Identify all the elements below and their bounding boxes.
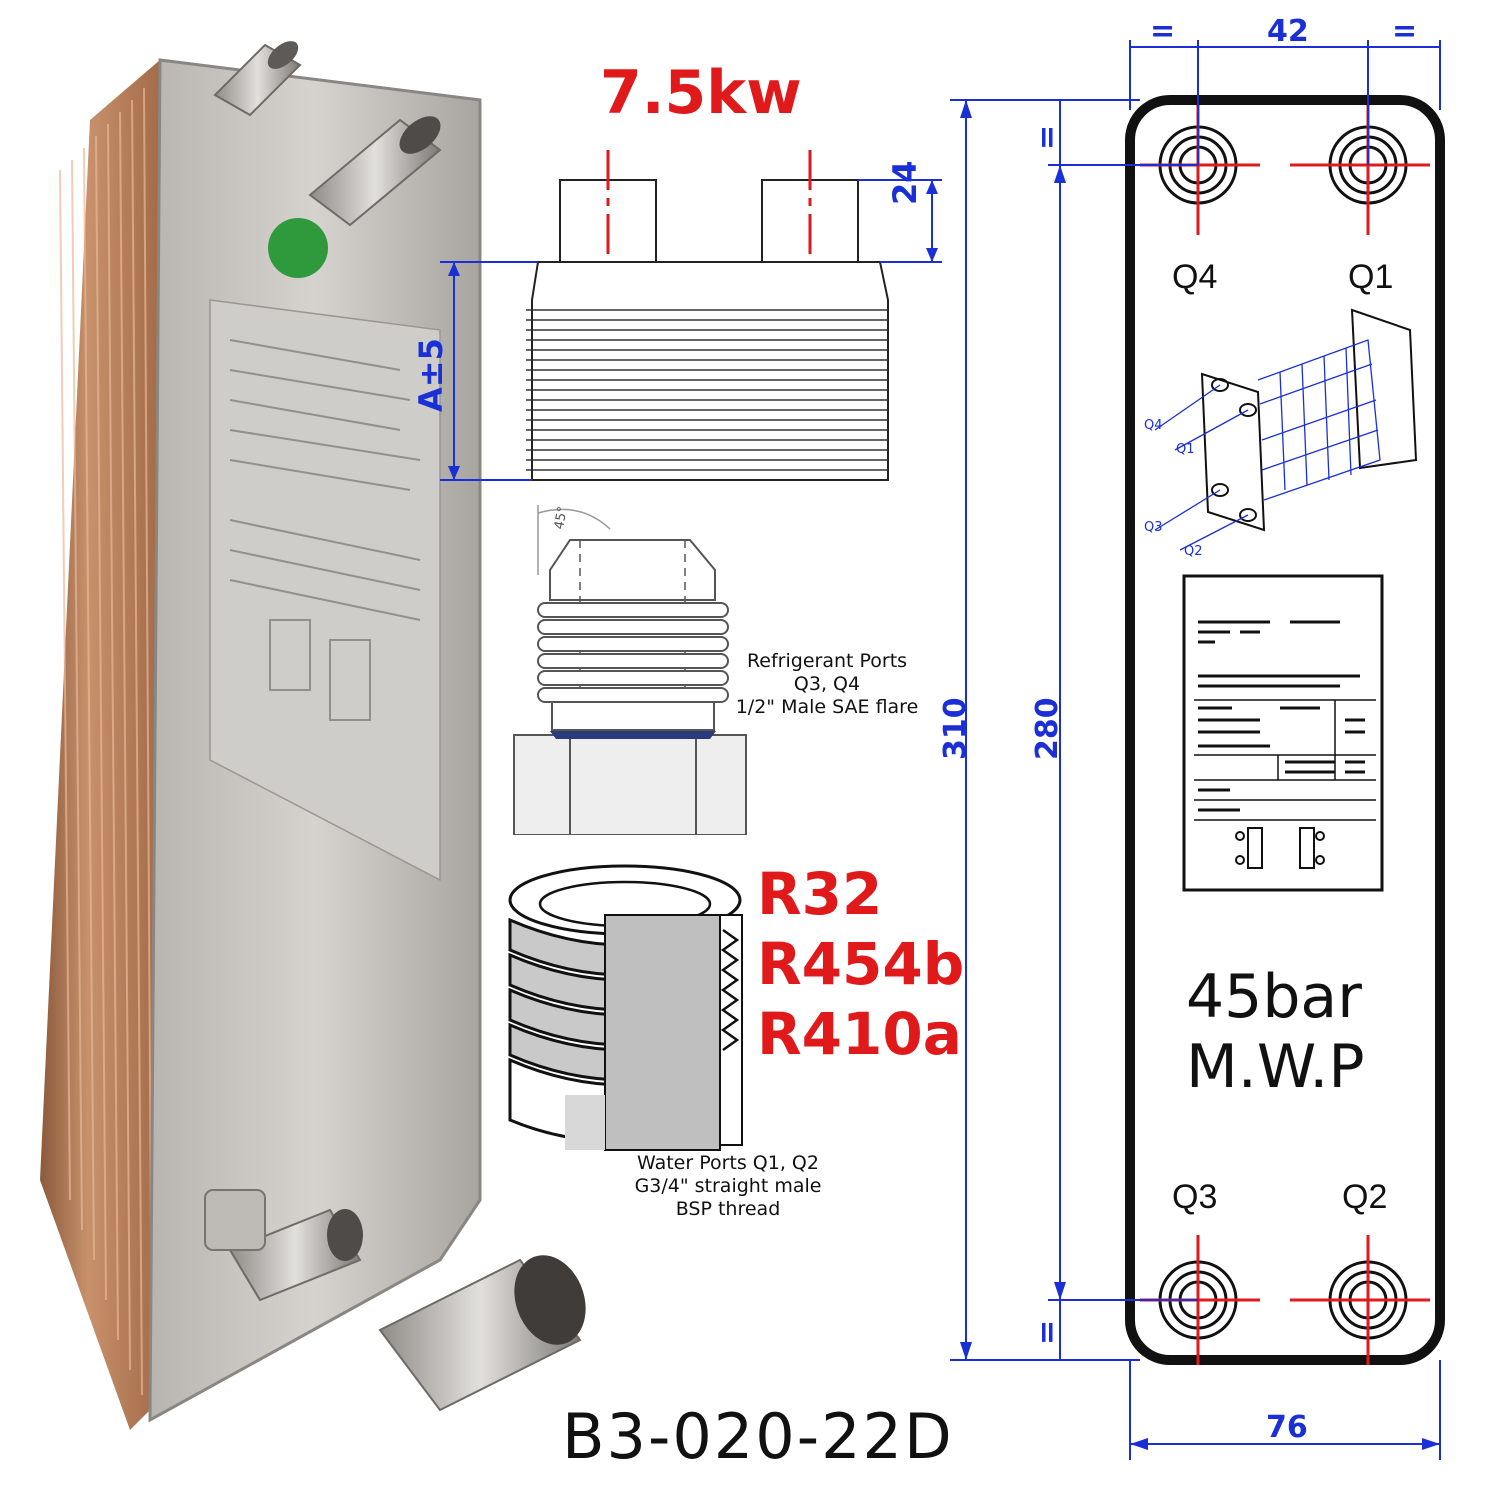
pack-depth-dimension: A±5	[412, 338, 450, 412]
refrigerant-ports-line3: 1/2" Male SAE flare	[735, 696, 919, 718]
port-spacing-dimension: 42	[1267, 14, 1309, 49]
water-ports-line1: Water Ports Q1, Q2	[637, 1152, 819, 1174]
mini-q2-label: Q2	[1184, 544, 1203, 559]
water-ports-callout: Water Ports Q1, Q2 G3/4" straight male B…	[612, 1152, 844, 1221]
front-view-drawing	[950, 40, 1445, 1460]
refrigerant-ports-line2: Q3, Q4	[793, 673, 861, 695]
port-distance-dimension: 280	[1030, 697, 1065, 760]
side-view-drawing	[440, 150, 942, 481]
mini-q3-label: Q3	[1144, 520, 1163, 535]
port-q3-label: Q3	[1172, 1178, 1218, 1216]
refrigerant-r454b: R454b	[757, 930, 965, 998]
product-photo	[40, 41, 586, 1430]
total-height-dimension: 310	[938, 697, 973, 760]
port-q4-label: Q4	[1172, 258, 1218, 296]
refrigerant-ports-callout: Refrigerant Ports Q3, Q4 1/2" Male SAE f…	[722, 650, 932, 719]
mini-q1-label: Q1	[1176, 442, 1195, 457]
pressure-rating-unit: M.W.P	[1186, 1032, 1365, 1102]
port-q2-label: Q2	[1342, 1178, 1388, 1216]
equal-mark-bottom: =	[1030, 1319, 1065, 1345]
refrigerant-r410a: R410a	[757, 1000, 962, 1068]
equal-mark-right: =	[1392, 14, 1418, 49]
flare-fitting-drawing	[513, 505, 747, 835]
port-q1-label: Q1	[1348, 258, 1394, 296]
equal-mark-left: =	[1150, 14, 1176, 49]
model-number: B3-020-22D	[562, 1400, 954, 1473]
pressure-rating-value: 45bar	[1186, 962, 1362, 1032]
equal-mark-top: =	[1030, 124, 1065, 150]
width-dimension: 76	[1266, 1410, 1308, 1445]
water-ports-line3: BSP thread	[675, 1198, 781, 1220]
capacity-label: 7.5kw	[600, 58, 802, 128]
mini-q4-label: Q4	[1144, 418, 1163, 433]
water-thread-drawing	[508, 864, 743, 1151]
refrigerant-ports-line1: Refrigerant Ports	[746, 650, 908, 672]
water-ports-line2: G3/4" straight male	[634, 1175, 822, 1197]
stub-height-dimension: 24	[886, 160, 924, 205]
refrigerant-r32: R32	[757, 860, 883, 928]
